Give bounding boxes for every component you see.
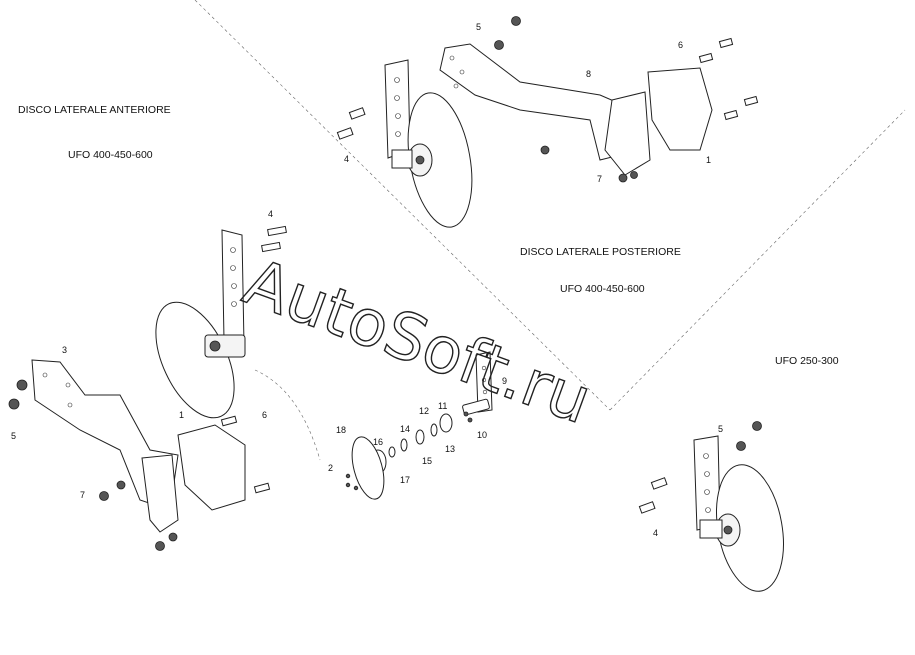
callout-12: 12 (419, 406, 429, 416)
callout-top-4: 4 (344, 154, 349, 164)
hub-exploded-parts (345, 351, 493, 500)
front-title: DISCO LATERALE ANTERIORE (18, 104, 171, 116)
front-models: UFO 400-450-600 (68, 149, 153, 161)
callout-left-6: 6 (262, 410, 267, 420)
callout-15: 15 (422, 456, 432, 466)
callout-right-5: 5 (718, 424, 723, 434)
callout-11: 11 (438, 401, 447, 411)
callout-18: 18 (336, 425, 346, 435)
callout-top-7: 7 (597, 174, 602, 184)
watermark: AutoSoft.ru (235, 245, 601, 438)
rear-title: DISCO LATERALE POSTERIORE (520, 246, 681, 258)
callout-top-8: 8 (586, 69, 591, 79)
callout-left-7: 7 (80, 490, 85, 500)
callout-10: 10 (477, 430, 487, 440)
rear-models: UFO 400-450-600 (560, 283, 645, 295)
callout-13: 13 (445, 444, 455, 454)
front-disc-assembly (336, 16, 759, 228)
rear-disc-assembly (8, 225, 287, 551)
small-models: UFO 250-300 (775, 355, 839, 367)
callout-right-4: 4 (653, 528, 658, 538)
callout-left-1: 1 (179, 410, 184, 420)
callout-left-5: 5 (11, 431, 16, 441)
bolt-part-4 (336, 107, 366, 140)
callout-top-6: 6 (678, 40, 683, 50)
callout-left-4: 4 (268, 209, 273, 219)
callout-2: 2 (328, 463, 333, 473)
callout-top-5: 5 (476, 22, 481, 32)
callout-14: 14 (400, 424, 410, 434)
callout-17: 17 (400, 475, 410, 485)
callout-9: 9 (502, 376, 507, 386)
callout-top-1: 1 (706, 155, 711, 165)
callout-16: 16 (373, 437, 383, 447)
section-dividers (194, 0, 906, 461)
small-disc-assembly (638, 421, 784, 592)
callout-left-3: 3 (62, 345, 67, 355)
